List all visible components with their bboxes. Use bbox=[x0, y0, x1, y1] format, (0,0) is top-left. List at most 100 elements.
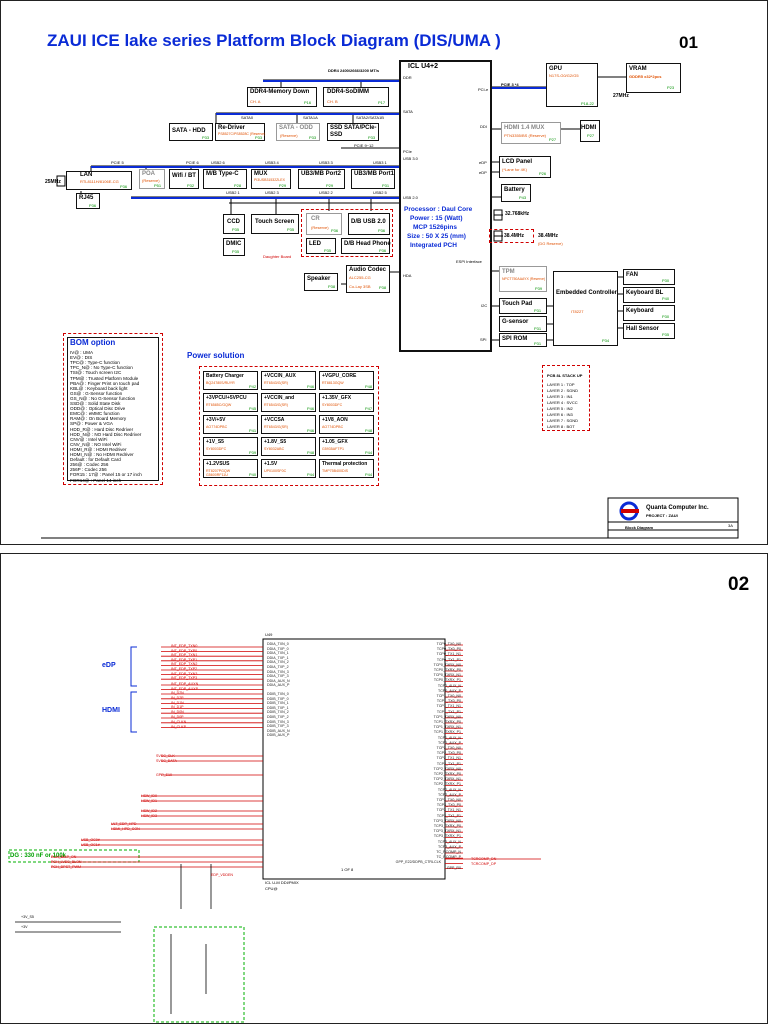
daughter-board-outline bbox=[301, 209, 393, 257]
left-pin: DDIA_TXN_2 bbox=[267, 660, 289, 665]
bom-outline bbox=[63, 333, 163, 485]
power-item-sub: RT6543/G(SR) bbox=[264, 403, 288, 407]
power-outline bbox=[199, 366, 379, 486]
kb-bl-page: P40 bbox=[662, 296, 670, 301]
right-pin: TCP1_AUX_P bbox=[438, 740, 461, 745]
ub3-port1-block bbox=[351, 169, 395, 189]
power-item-label: +1.35V_GFX bbox=[322, 395, 352, 401]
right-pin: TCP0_TXRX_P0 bbox=[433, 668, 461, 672]
right-pin: TCP2_TX0_P0 bbox=[436, 751, 461, 756]
bom-item: PBA@ : Finger Print on touch pad bbox=[70, 380, 140, 386]
right-pin: TC_RCOMP_P bbox=[436, 855, 461, 860]
sheet-name: Block Diagram bbox=[625, 525, 654, 530]
misc-net: EDP_VDDEN bbox=[211, 873, 233, 877]
bom-item: CNV@ : Intel WiFi bbox=[70, 436, 108, 442]
edp-net: INT_EDP_TXP0 bbox=[171, 648, 198, 653]
hdmi-redriver-label: HDMI 1.4 MUX bbox=[504, 125, 545, 131]
mux-page: P29 bbox=[279, 183, 287, 188]
left-pin: DDIB_TXN_3 bbox=[267, 719, 289, 724]
mb-typec-block bbox=[203, 169, 247, 189]
page-number: 01 bbox=[679, 33, 698, 52]
misc-net: HSW_ID2 bbox=[141, 809, 157, 813]
ccd-page: P35 bbox=[232, 227, 240, 232]
right-pin: TCP0_TX1_N1 bbox=[436, 652, 461, 657]
edp-net: INT_EDP_TXN3 bbox=[171, 671, 198, 676]
db-usb-label: D/B USB 2.0 bbox=[351, 219, 386, 225]
bom-block bbox=[67, 337, 159, 481]
misc-net: GPP_E10 bbox=[156, 773, 172, 777]
power-item-page: P48 bbox=[365, 384, 373, 389]
kb-bl-label: Keyboard BL bbox=[626, 290, 664, 296]
mb-typec-label: M/B Type-C bbox=[206, 171, 239, 177]
page-ref: 1 OF 8 bbox=[341, 867, 354, 872]
right-pin: TC_RCOMP_N bbox=[436, 850, 461, 854]
hdmi-redriver-block bbox=[501, 122, 561, 144]
bom-item: HDD_R@ : Hard Disc Redriver bbox=[70, 426, 134, 432]
bom-item: FOR15 : 17@ : Panel 15 or 17 inch bbox=[70, 472, 142, 478]
vram-sub: GDDR5 x32*2pcs bbox=[629, 74, 662, 79]
cpu-port-usb3: USB 3.0 bbox=[403, 156, 418, 161]
left-pin: DDIA_TXN_0 bbox=[267, 642, 289, 646]
cpu-port-sata: SATA bbox=[403, 109, 413, 114]
edp-net: INT_EDP_TXP1 bbox=[171, 657, 198, 662]
kb-bl-block bbox=[623, 287, 675, 303]
ssd-block bbox=[327, 123, 379, 141]
cpu-port-espi: ESPI Interface bbox=[456, 259, 482, 264]
cr-page: P36 bbox=[331, 228, 339, 233]
right-pin: TCP3_AUX_N bbox=[437, 839, 461, 844]
company-name: Quanta Computer Inc. bbox=[646, 505, 709, 511]
right-pin: TCP1_TX1_N1 bbox=[436, 704, 461, 709]
power-item-sub: UP0100SF0C bbox=[264, 469, 287, 473]
bus-usb2-6: USB2 6 bbox=[211, 160, 225, 165]
fan-page: P30 bbox=[662, 278, 670, 283]
hdmi-net: IN_CLKN bbox=[171, 719, 187, 724]
bus-pcie6: PCIE 6 bbox=[186, 160, 199, 165]
ub3-port2-page: P29 bbox=[326, 183, 334, 188]
power-item-label: +1V_S5 bbox=[206, 439, 224, 445]
bom-item: Default : for Default Card bbox=[70, 457, 121, 463]
cr-label: CR bbox=[311, 216, 320, 222]
audio-codec-sub2: Co-Lay 3SB bbox=[349, 284, 371, 289]
stackup-layer: LAYER 8 : BOT bbox=[547, 424, 575, 429]
right-pin: TCP0_AUX_P bbox=[438, 688, 461, 693]
left-pin: DDIA_TXP_3 bbox=[267, 674, 289, 679]
db-headphone-block bbox=[341, 238, 390, 254]
power-item-label: Thermal protection bbox=[322, 461, 368, 467]
ec-label: Embedded Controller bbox=[556, 290, 618, 296]
power-item-page: P41 bbox=[249, 428, 257, 433]
hdmi-net: IN_CLKP bbox=[171, 724, 186, 729]
cpu-port-i2c: I2C bbox=[481, 303, 488, 308]
right-pin: TCP0_TXRX_N0 bbox=[433, 662, 461, 667]
part-ref: U49 bbox=[265, 632, 273, 637]
right-pin: TCP1_TXRX_P0 bbox=[433, 720, 461, 724]
misc-net: PCH_LVDS_BLON bbox=[51, 860, 82, 864]
tpm-sub: NPCT750AAAYX (Reserve) bbox=[502, 277, 546, 281]
gpu-block bbox=[546, 63, 598, 107]
bus-pcie5: PCIE 5 bbox=[111, 160, 124, 165]
right-pin: TCP3_TX0_P0 bbox=[436, 803, 461, 808]
cpu-desc-4: Integrated PCH bbox=[410, 242, 457, 249]
bom-item: 256P : Codec 256 bbox=[70, 467, 107, 473]
audio-codec-block bbox=[346, 265, 390, 293]
wifi-block bbox=[169, 169, 199, 189]
gsensor-page: P31 bbox=[534, 326, 542, 331]
power-item-label: Battery Charger bbox=[206, 373, 244, 379]
misc-net: PCH_DISP_ON bbox=[51, 855, 77, 859]
bom-item: EV@ : DIS bbox=[70, 355, 93, 361]
power-item-page: P39 bbox=[249, 450, 257, 455]
hdmi-page: P27 bbox=[587, 133, 595, 138]
lan-clock: 25MHz bbox=[45, 179, 61, 185]
keyboard-label: Keyboard bbox=[626, 308, 654, 314]
ub3-port2-block bbox=[298, 169, 345, 189]
bom-item: RAM@ : On Board Memory bbox=[70, 416, 127, 422]
power-item-label: +VCCIN_AUX bbox=[264, 373, 296, 379]
touch-screen-block bbox=[251, 214, 299, 234]
cpu-port-hda: HDA bbox=[403, 273, 412, 278]
power-item-label: +1.5V bbox=[264, 461, 278, 467]
diagram-title: ZAUI ICE lake series Platform Block Diag… bbox=[47, 31, 501, 50]
right-pin: GPP_R0 bbox=[446, 865, 461, 870]
